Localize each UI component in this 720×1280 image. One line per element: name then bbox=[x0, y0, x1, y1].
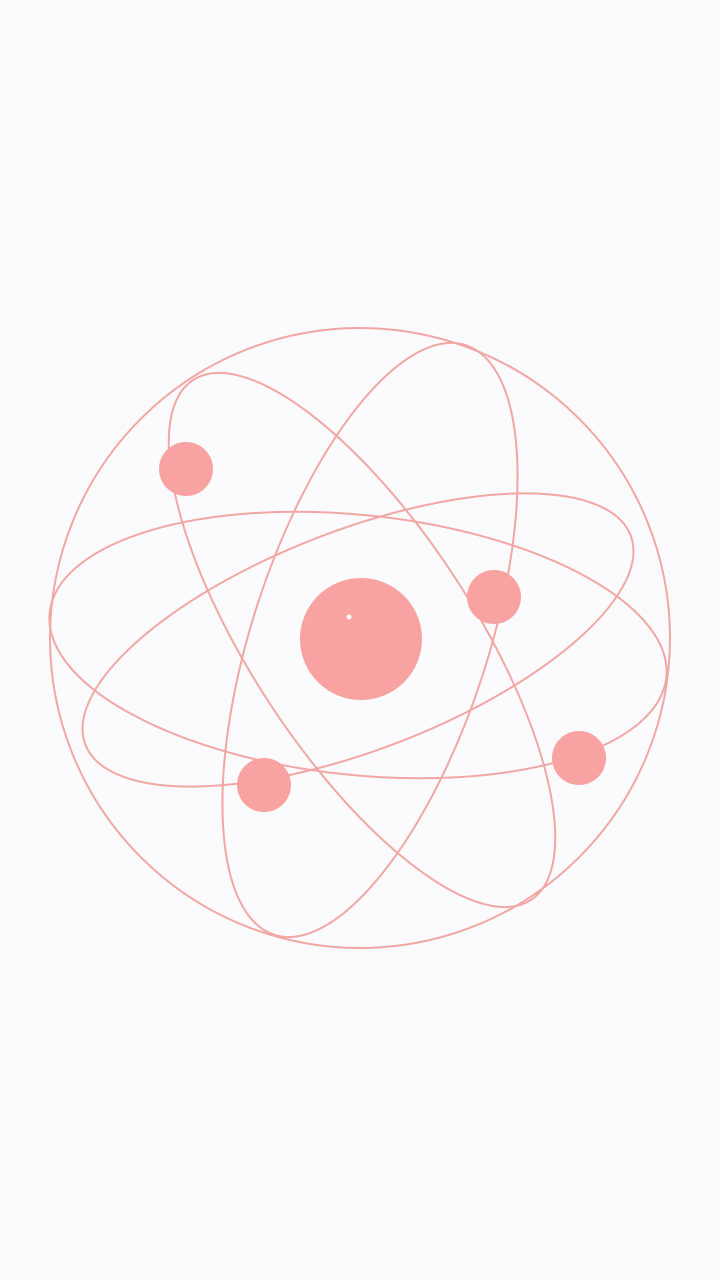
electron-bottom-left bbox=[237, 758, 291, 812]
electron-bottom-right bbox=[552, 731, 606, 785]
electron-right bbox=[467, 570, 521, 624]
orbit-steep bbox=[221, 341, 519, 939]
orbit-group bbox=[48, 327, 671, 949]
particle-group bbox=[159, 442, 606, 812]
nucleus bbox=[300, 578, 422, 700]
nucleus-highlight bbox=[346, 614, 352, 620]
orbit-tilted-up bbox=[81, 492, 635, 788]
electron-top-left bbox=[159, 442, 213, 496]
orbit-tilted-down bbox=[167, 371, 557, 909]
orbit-horizontal bbox=[48, 510, 668, 780]
outer-shell-orbit bbox=[49, 327, 671, 949]
